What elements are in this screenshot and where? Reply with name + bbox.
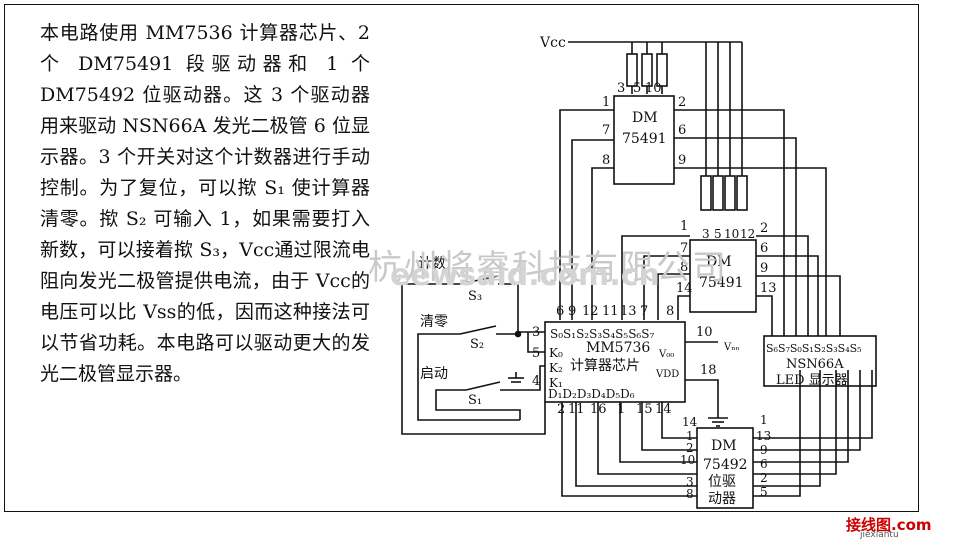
dm75492-chip [696, 427, 754, 509]
dm2-pin-12: 12 [740, 227, 755, 241]
resistor-group-top [626, 42, 748, 211]
dm1-pin-3: 3 [617, 81, 625, 96]
s1-label: S₁ [468, 393, 482, 408]
site-logo-sub: jiexiantu [860, 530, 899, 540]
mm-pin-9: 9 [568, 304, 576, 319]
figure-frame [4, 4, 919, 512]
mm-pin-13: 13 [620, 304, 637, 319]
logo-dot: .com [891, 516, 932, 534]
s3-label: S₃ [468, 289, 482, 304]
dm3-pin-14: 14 [682, 415, 698, 429]
dm2-pin-8: 8 [680, 260, 688, 275]
dm2-pin-2: 2 [760, 221, 768, 236]
switch-wiring [401, 275, 546, 435]
mm-pin-18: 18 [700, 363, 717, 378]
mm-pin-6: 6 [556, 304, 564, 319]
mm-vdd-wire [685, 379, 719, 418]
dm2-pin-9: 9 [760, 261, 768, 276]
dm3-pin-8: 8 [686, 487, 694, 501]
dm1-pin-8: 8 [602, 153, 610, 168]
dm3-pin-3: 3 [686, 475, 694, 489]
mm-pin-1: 1 [617, 402, 625, 417]
watermark: 杭州将睿科技有限公司 [368, 248, 728, 288]
vcc-label: Vcc [539, 35, 566, 51]
mm-vout: Vₙₙ [723, 342, 740, 353]
description-text: 本电路使用 MM7536 计算器芯片、2 个 DM75491 段驱动器和 1 个… [40, 22, 377, 385]
mm-k2: K₂ [549, 361, 563, 375]
dm2-pin-14: 14 [676, 281, 693, 296]
switch-clear-label: 清零 [420, 314, 448, 330]
junction-dot [514, 330, 522, 338]
dm3-wires [561, 370, 873, 497]
dm3-name: DM [711, 438, 737, 454]
mm-name: MM5736 [586, 340, 650, 356]
dm2-pin-5: 5 [714, 227, 722, 241]
mm-pin-2: 2 [557, 402, 565, 417]
dm3-pin-6: 6 [760, 457, 768, 471]
dm2-pin-1: 1 [680, 219, 688, 234]
nsn-desc: LED 显示器 [776, 373, 848, 388]
mm-pin-10: 10 [696, 325, 713, 340]
s2-label: S₂ [470, 337, 484, 352]
mm-desc: 计算器芯片 [570, 358, 640, 374]
nsn-name: NSN66A [786, 357, 844, 372]
dm3-part: 75492 [703, 457, 748, 473]
mm-seg-labels: S₀S₁S₂S₃S₄S₅S₆S₇ [550, 327, 654, 341]
site-logo: 接线图.com [846, 514, 932, 535]
mm-digits: D₁D₂D₃D₄D₅D₆ [548, 387, 635, 401]
dm2-part: 75491 [699, 275, 744, 291]
mm-pin-14: 14 [655, 402, 672, 417]
dm2-pin-13: 13 [760, 281, 777, 296]
dm1-pin-2: 2 [678, 95, 686, 110]
switch-count-label: 计数 [418, 256, 446, 272]
dm3-pin-13: 13 [756, 429, 771, 443]
mm-vdd: VDD [655, 369, 679, 380]
dm2-pin-6: 6 [760, 241, 768, 256]
switch-start-label: 启动 [420, 366, 448, 382]
dm3-desc1: 位驱 [708, 474, 736, 490]
watermark-url: eewsaid.com.cn [390, 258, 660, 293]
dm1-pin-7: 7 [602, 123, 610, 138]
dm2-pin-3: 3 [702, 227, 710, 241]
mm-pin-11: 11 [602, 304, 619, 319]
dm1-pin-1: 1 [602, 95, 610, 110]
dm1-part: 75491 [622, 131, 667, 147]
mm-pin-4: 4 [532, 374, 540, 389]
mm-vss: V₀₀ [658, 349, 674, 360]
dm2-pin-10: 10 [724, 227, 739, 241]
dm1-wires [559, 109, 827, 336]
mm-pin-15: 15 [636, 402, 653, 417]
mm-pin-5: 5 [532, 346, 540, 361]
mm-pin-12: 12 [582, 304, 599, 319]
dm2-name: DM [706, 254, 732, 270]
mm-pin-8: 8 [666, 304, 674, 319]
dm2-pin-7: 7 [680, 241, 688, 256]
nsn66a-display [763, 335, 877, 387]
dm3-pin-2: 2 [686, 441, 694, 455]
dm3-pin-10: 10 [680, 453, 695, 467]
dm3-pin-5: 5 [760, 485, 768, 499]
dm3-pin-9: 9 [760, 443, 768, 457]
dm1-name: DM [632, 110, 658, 126]
dm2-wires [621, 235, 841, 336]
logo-text: 接线图 [846, 516, 892, 534]
mm5736-chip [544, 321, 686, 403]
mm-k0: K₀ [549, 346, 563, 360]
dm3-pin-2r: 2 [760, 471, 768, 485]
mm-pin-7: 7 [640, 304, 648, 319]
dm3-pin-1: 1 [686, 429, 694, 443]
dm1-pin-5: 5 [633, 81, 641, 96]
dm1-pin-9: 9 [678, 153, 686, 168]
dm3-desc2: 动器 [708, 491, 736, 507]
dm3-pin-r1: 1 [760, 413, 768, 427]
dm1-pin-10: 10 [645, 81, 662, 96]
nsn-segs: S₆S₇S₀S₁S₂S₃S₄S₅ [766, 342, 862, 355]
dm1-pin-6: 6 [678, 123, 686, 138]
mm-k1: K₁ [549, 376, 563, 390]
